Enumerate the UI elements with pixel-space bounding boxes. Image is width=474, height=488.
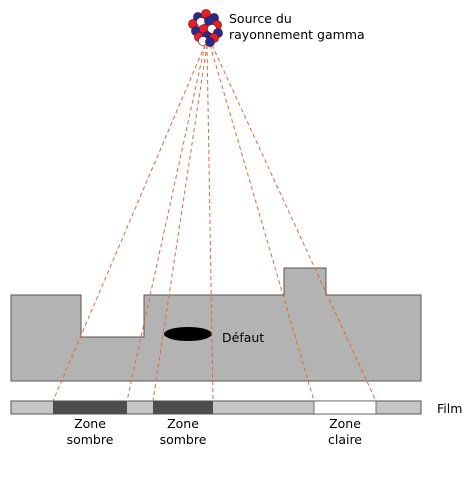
zone-label-line2: sombre [66, 432, 114, 447]
defect-ellipse [164, 327, 212, 341]
zone-label-line1: Zone [74, 416, 106, 431]
film-zone-light [313, 400, 377, 415]
zone-label-line2: claire [327, 432, 363, 447]
film-label: Film [437, 401, 463, 416]
nucleon [205, 37, 215, 47]
film-zone-dark-2 [153, 401, 213, 414]
gamma-source-icon [188, 9, 223, 47]
test-object [10, 267, 422, 382]
zone-label-light: Zone claire [314, 416, 376, 448]
defect-label: Défaut [222, 330, 265, 345]
ray-line [126, 44, 206, 402]
film-zone-dark-1 [53, 401, 127, 414]
zone-label-line1: Zone [329, 416, 361, 431]
zone-label-line1: Zone [167, 416, 199, 431]
zone-label-dark-2: Zone sombre [151, 416, 215, 448]
zone-label-line2: sombre [159, 432, 207, 447]
ray-line [206, 44, 214, 402]
zone-label-dark-1: Zone sombre [60, 416, 120, 448]
source-label-line1: Source du [229, 11, 292, 26]
ray-line [52, 44, 206, 402]
radiation-rays [52, 44, 377, 402]
ray-line [209, 44, 315, 402]
ray-line [211, 44, 377, 402]
source-label: Source du rayonnement gamma [229, 11, 365, 43]
source-label-line2: rayonnement gamma [229, 27, 365, 42]
